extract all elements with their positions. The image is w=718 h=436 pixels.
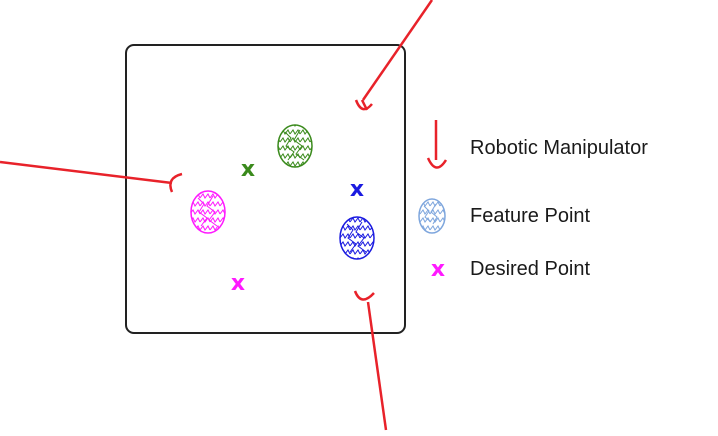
manipulator-top xyxy=(354,0,434,111)
feature-point-blue xyxy=(339,216,375,260)
gripper-icon xyxy=(426,120,448,169)
desired-point-magenta: x xyxy=(231,271,245,296)
desired-point-icon: x xyxy=(431,257,445,282)
desired-point-blue: x xyxy=(350,177,364,202)
workspace-frame xyxy=(125,44,406,334)
legend: Robotic Manipulator Feature Point x Desi… xyxy=(418,120,648,282)
legend-label-manipulator: Robotic Manipulator xyxy=(470,137,648,159)
legend-label-desired: Desired Point xyxy=(470,258,591,280)
manipulator-left xyxy=(0,160,183,193)
feature-point-green xyxy=(277,124,313,168)
legend-label-feature: Feature Point xyxy=(470,205,591,227)
desired-point-green: x xyxy=(241,157,255,182)
feature-point-magenta xyxy=(190,190,226,234)
feature-point-icon xyxy=(418,198,446,234)
manipulator-bottom xyxy=(353,290,388,431)
